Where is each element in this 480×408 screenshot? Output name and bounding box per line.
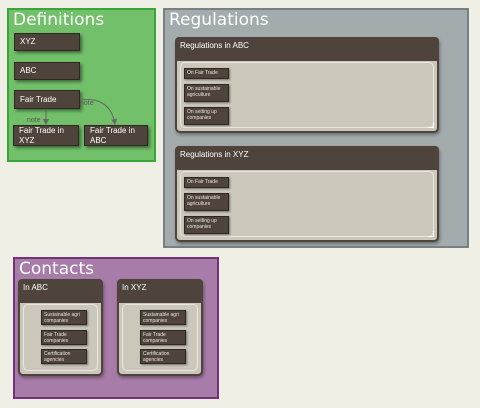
item-on-setting-up-companies[interactable]: On setting up companies [184, 107, 229, 125]
node-fair-trade-in-xyz[interactable]: Fair Trade in XYZ [13, 125, 79, 146]
node-xyz[interactable]: XYZ [14, 33, 80, 51]
card-contacts-in-abc[interactable]: In ABC Sustainable agri companies Fair T… [18, 279, 103, 376]
item-on-sustainable-agriculture[interactable]: On sustainable agriculture [184, 193, 229, 211]
item-on-sustainable-agriculture[interactable]: On sustainable agriculture [184, 84, 229, 102]
card-title: In XYZ [117, 279, 203, 303]
definitions-title: Definitions [13, 10, 105, 30]
item-sustainable-agri-companies[interactable]: Sustainable agri companies [140, 310, 186, 325]
resize-handle-icon[interactable] [428, 231, 434, 237]
card-inner-frame [23, 304, 98, 371]
item-fair-trade-companies[interactable]: Fair Trade companies [140, 330, 186, 345]
card-title: Regulations in XYZ [175, 146, 439, 170]
item-certification-agencies[interactable]: Certification agencies [140, 349, 186, 364]
card-title: Regulations in ABC [175, 37, 439, 61]
card-inner-frame [180, 171, 434, 237]
node-fair-trade[interactable]: Fair Trade [14, 90, 80, 109]
item-sustainable-agri-companies[interactable]: Sustainable agri companies [41, 310, 87, 325]
card-title: In ABC [18, 279, 103, 303]
item-on-setting-up-companies[interactable]: On setting up companies [184, 216, 229, 234]
resize-handle-icon[interactable] [428, 122, 434, 128]
card-contacts-in-xyz[interactable]: In XYZ Sustainable agri companies Fair T… [117, 279, 203, 376]
item-fair-trade-companies[interactable]: Fair Trade companies [41, 330, 87, 345]
contacts-title: Contacts [19, 259, 94, 279]
item-on-fair-trade[interactable]: On Fair Trade [184, 68, 229, 79]
regulations-title: Regulations [169, 10, 269, 30]
item-on-fair-trade[interactable]: On Fair Trade [184, 177, 229, 188]
card-inner-frame [180, 62, 434, 128]
node-fair-trade-in-abc[interactable]: Fair Trade in ABC [84, 125, 148, 146]
card-regulations-in-abc[interactable]: Regulations in ABC On Fair Trade On sust… [175, 37, 439, 133]
item-certification-agencies[interactable]: Certification agencies [41, 349, 87, 364]
card-regulations-in-xyz[interactable]: Regulations in XYZ On Fair Trade On sust… [175, 146, 439, 242]
edge-fair-trade-to-abc [79, 99, 118, 125]
node-abc[interactable]: ABC [14, 62, 80, 80]
edge-label-note-abc: note [80, 100, 94, 107]
card-inner-frame [122, 304, 198, 371]
edge-label-note-xyz: note [27, 117, 41, 124]
